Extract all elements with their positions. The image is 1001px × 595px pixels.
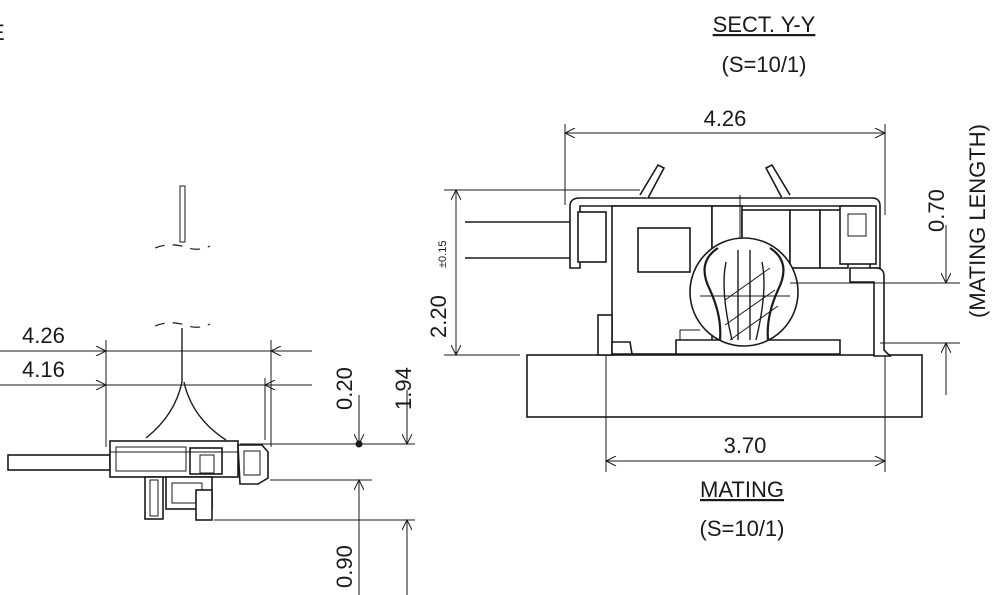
mating-title: MATING (700, 477, 784, 502)
mating-scale: (S=10/1) (700, 516, 785, 541)
dim-label: 4.26 (704, 106, 747, 131)
cable-top (179, 185, 186, 243)
dim-tolerance: ±0.15 (437, 241, 449, 268)
section-scale: (S=10/1) (722, 52, 807, 77)
wire-left-branch (145, 381, 183, 439)
dim-label: 2.20 (426, 295, 451, 338)
dim-2-20-section: 2.20 ±0.15 (426, 190, 640, 355)
left-view: 4.26 4.16 0.20 1.94 0.90 (0, 185, 416, 595)
section-title: SECT. Y-Y (713, 12, 816, 37)
break-line-lower (154, 322, 211, 328)
dim-4-26-left: 4.26 (0, 323, 312, 447)
wire-right-branch (183, 381, 227, 441)
dim-label: 0.70 (924, 189, 949, 232)
left-connector-body (7, 440, 269, 521)
dim-mating-length: 0.70 (MATING LENGTH) (790, 124, 990, 395)
dim-vertical-group: 0.20 1.94 0.90 (214, 367, 416, 595)
dim-label: 1.94 (391, 367, 416, 410)
dim-label: 3.70 (724, 433, 767, 458)
dim-label: 0.20 (332, 367, 357, 410)
section-cable (465, 221, 579, 259)
detail-circle (689, 237, 799, 347)
break-line-upper (154, 244, 211, 250)
mating-length-label: (MATING LENGTH) (965, 124, 990, 318)
dim-3-70: 3.70 (606, 356, 885, 472)
dim-label: 4.16 (22, 357, 65, 382)
section-view: SECT. Y-Y (S=10/1) 4.26 2.20 ±0.15 (426, 12, 990, 541)
dim-4-26-section: 4.26 (565, 106, 885, 215)
pcb-board (526, 354, 923, 418)
section-connector-housing (569, 163, 892, 357)
dim-label: 4.26 (22, 323, 65, 348)
dim-4-16-left: 4.16 (0, 357, 312, 440)
dim-label: 0.90 (332, 545, 357, 588)
corner-mark: E (0, 20, 5, 45)
